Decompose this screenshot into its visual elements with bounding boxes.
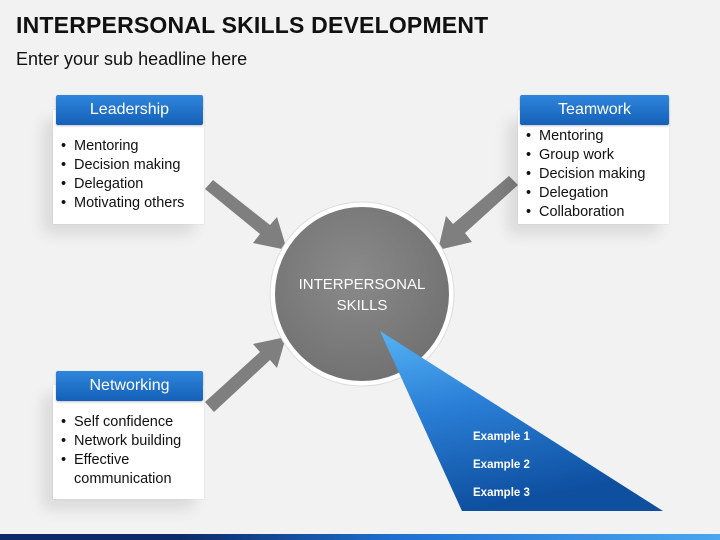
list-item: Self confidence	[61, 413, 198, 432]
list-item: Mentoring	[526, 127, 663, 146]
list-item: Mentoring	[61, 137, 198, 156]
list-item: Decision making	[526, 165, 663, 184]
example-1-label: Example 1	[473, 431, 530, 443]
list-item: Delegation	[526, 184, 663, 203]
example-3-label: Example 3	[473, 487, 530, 499]
list-item-continuation-text: communication	[74, 471, 172, 487]
page-subtitle: Enter your sub headline here	[16, 49, 248, 69]
page-title: INTERPERSONAL SKILLS DEVELOPMENT	[16, 12, 489, 38]
list-item: Network building	[61, 432, 198, 451]
list-item-continuation: communication	[61, 470, 198, 489]
networking-card-header: Networking	[56, 371, 203, 401]
center-label-line1: INTERPERSONAL	[298, 276, 426, 293]
example-2-label: Example 2	[473, 459, 530, 471]
teamwork-card: Mentoring Group work Decision making Del…	[518, 110, 669, 224]
arrow-teamwork-to-center	[438, 176, 518, 250]
networking-card: Self confidence Network building Effecti…	[53, 385, 204, 499]
list-item: Group work	[526, 146, 663, 165]
example-callout-triangle	[380, 331, 663, 511]
list-item: Motivating others	[61, 194, 198, 213]
bottom-accent-bar	[0, 534, 720, 540]
list-item: Collaboration	[526, 203, 663, 222]
arrow-leadership-to-center	[205, 180, 287, 250]
list-item: Effective	[61, 451, 198, 470]
teamwork-list: Mentoring Group work Decision making Del…	[526, 127, 663, 222]
arrow-networking-to-center	[205, 337, 286, 412]
list-item: Delegation	[61, 175, 198, 194]
networking-list: Self confidence Network building Effecti…	[61, 413, 198, 489]
leadership-card: Mentoring Decision making Delegation Mot…	[53, 110, 204, 224]
center-label-line2: SKILLS	[336, 297, 388, 314]
list-item: Decision making	[61, 156, 198, 175]
teamwork-card-header: Teamwork	[520, 95, 669, 125]
center-circle-fill	[275, 207, 449, 381]
leadership-card-header: Leadership	[56, 95, 203, 125]
leadership-list: Mentoring Decision making Delegation Mot…	[61, 137, 198, 213]
center-label: INTERPERSONAL SKILLS	[272, 274, 452, 316]
